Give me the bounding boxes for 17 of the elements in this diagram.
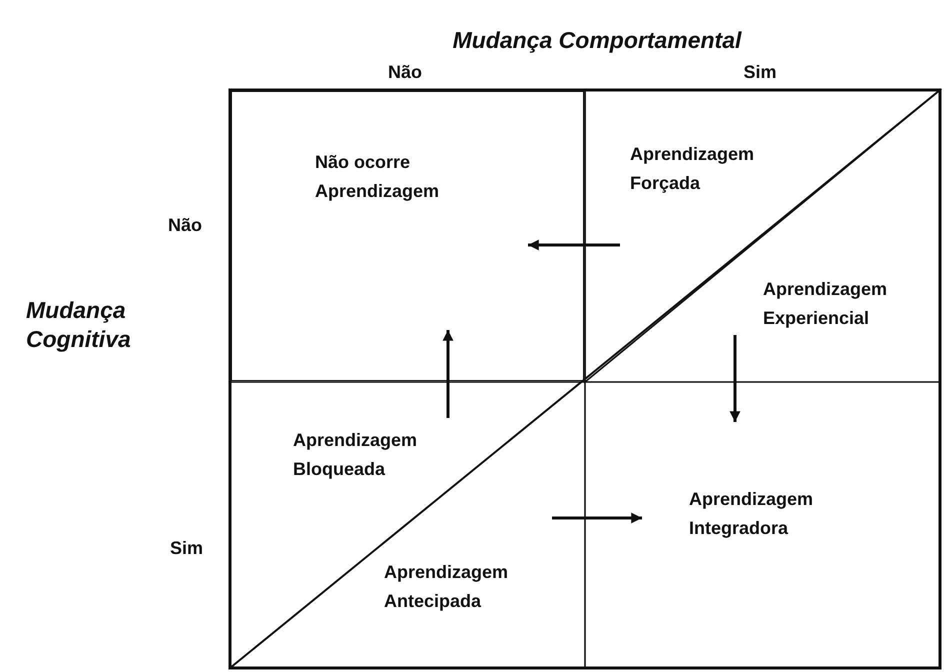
axis-value-label: Não [388, 61, 422, 83]
arrow [730, 335, 740, 422]
axis-value-label: Sim [170, 537, 204, 559]
axis-title: Mudança Cognitiva [26, 296, 132, 354]
axis-title: Mudança Comportamental [452, 26, 742, 55]
axis-value-label: Sim [744, 61, 776, 83]
learning-type-label: Aprendizagem Antecipada [384, 561, 510, 613]
learning-type-label: Aprendizagem Experiencial [763, 278, 888, 330]
arrow [528, 240, 620, 250]
axis-value-label: Não [168, 214, 202, 236]
arrow [552, 512, 642, 524]
learning-type-label: Aprendizagem Bloqueada [293, 429, 418, 481]
arrow [442, 330, 454, 418]
quadrant-cell [229, 89, 584, 381]
learning-type-label: Aprendizagem Forçada [630, 143, 756, 195]
learning-type-label: Aprendizagem Integradora [689, 488, 814, 540]
learning-type-label: Não ocorre Aprendizagem [315, 151, 440, 203]
